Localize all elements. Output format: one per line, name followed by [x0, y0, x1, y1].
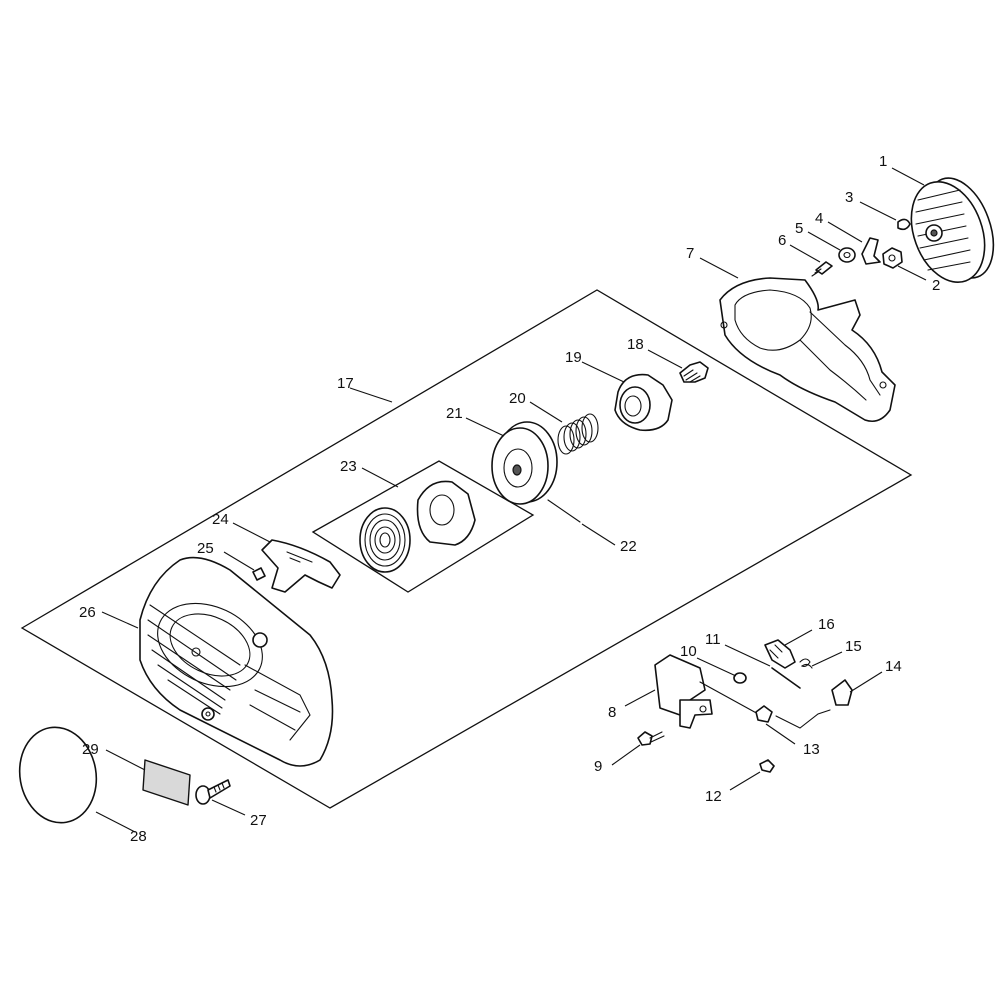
spark-plug-part — [764, 639, 796, 669]
rope-part — [547, 499, 581, 523]
callout-9: 9 — [594, 758, 602, 775]
bolt-9-part — [637, 731, 665, 746]
callout-26: 26 — [79, 604, 96, 621]
callout-13: 13 — [803, 741, 820, 758]
callout-23: 23 — [340, 458, 357, 475]
callout-28: 28 — [130, 828, 147, 845]
rope-reel-part — [491, 421, 558, 505]
starter-housing-part — [139, 556, 334, 767]
leader-lines — [95, 167, 927, 833]
clip-12-part — [759, 759, 775, 773]
callout-12: 12 — [705, 788, 722, 805]
fan-cover-part — [719, 277, 896, 423]
screw-27-part — [195, 779, 231, 805]
washer-part — [838, 247, 856, 263]
callout-22: 22 — [620, 538, 637, 555]
callout-6: 6 — [778, 232, 786, 249]
callout-1: 1 — [879, 153, 887, 170]
flywheel-part — [910, 177, 995, 284]
decal-disc-part — [18, 726, 98, 824]
shaft-part — [679, 361, 709, 383]
callout-7: 7 — [686, 245, 694, 262]
callout-10: 10 — [680, 643, 697, 660]
handle-insert-part — [252, 567, 266, 581]
callout-29: 29 — [82, 741, 99, 758]
spring-15-part — [799, 658, 813, 669]
kit-23-frame — [311, 460, 535, 593]
callout-2: 2 — [932, 277, 940, 294]
rod-part — [771, 667, 801, 689]
callout-14: 14 — [885, 658, 902, 675]
plug-cap-part — [831, 679, 853, 706]
callout-27: 27 — [250, 812, 267, 829]
kit-17-frame — [20, 289, 913, 809]
callout-17: 17 — [337, 375, 354, 392]
callout-24: 24 — [212, 511, 229, 528]
callout-21: 21 — [446, 405, 463, 422]
callout-4: 4 — [815, 210, 823, 227]
spiral-spring-part — [359, 480, 476, 573]
callout-19: 19 — [565, 349, 582, 366]
callout-20: 20 — [509, 390, 526, 407]
woodruff-key-part — [897, 218, 911, 231]
starter-handle-part — [261, 539, 341, 593]
nut-part — [882, 247, 903, 269]
callout-25: 25 — [197, 540, 214, 557]
pulley-hub-part — [614, 373, 673, 432]
callout-11: 11 — [705, 631, 721, 648]
lead-part — [755, 705, 831, 729]
ignition-coil-part — [654, 654, 761, 729]
pawl-part — [861, 237, 881, 265]
callout-3: 3 — [845, 189, 853, 206]
washer-10-part — [733, 672, 747, 684]
callout-15: 15 — [845, 638, 862, 655]
callout-16: 16 — [818, 616, 835, 633]
callout-8: 8 — [608, 704, 616, 721]
callout-5: 5 — [795, 220, 803, 237]
spring-part — [557, 413, 599, 455]
label-part — [142, 759, 191, 806]
callout-labels: 1 2 3 4 5 6 7 8 9 10 11 12 13 14 15 16 1… — [79, 153, 940, 845]
callout-18: 18 — [627, 336, 644, 353]
screw-6-part — [811, 261, 833, 277]
